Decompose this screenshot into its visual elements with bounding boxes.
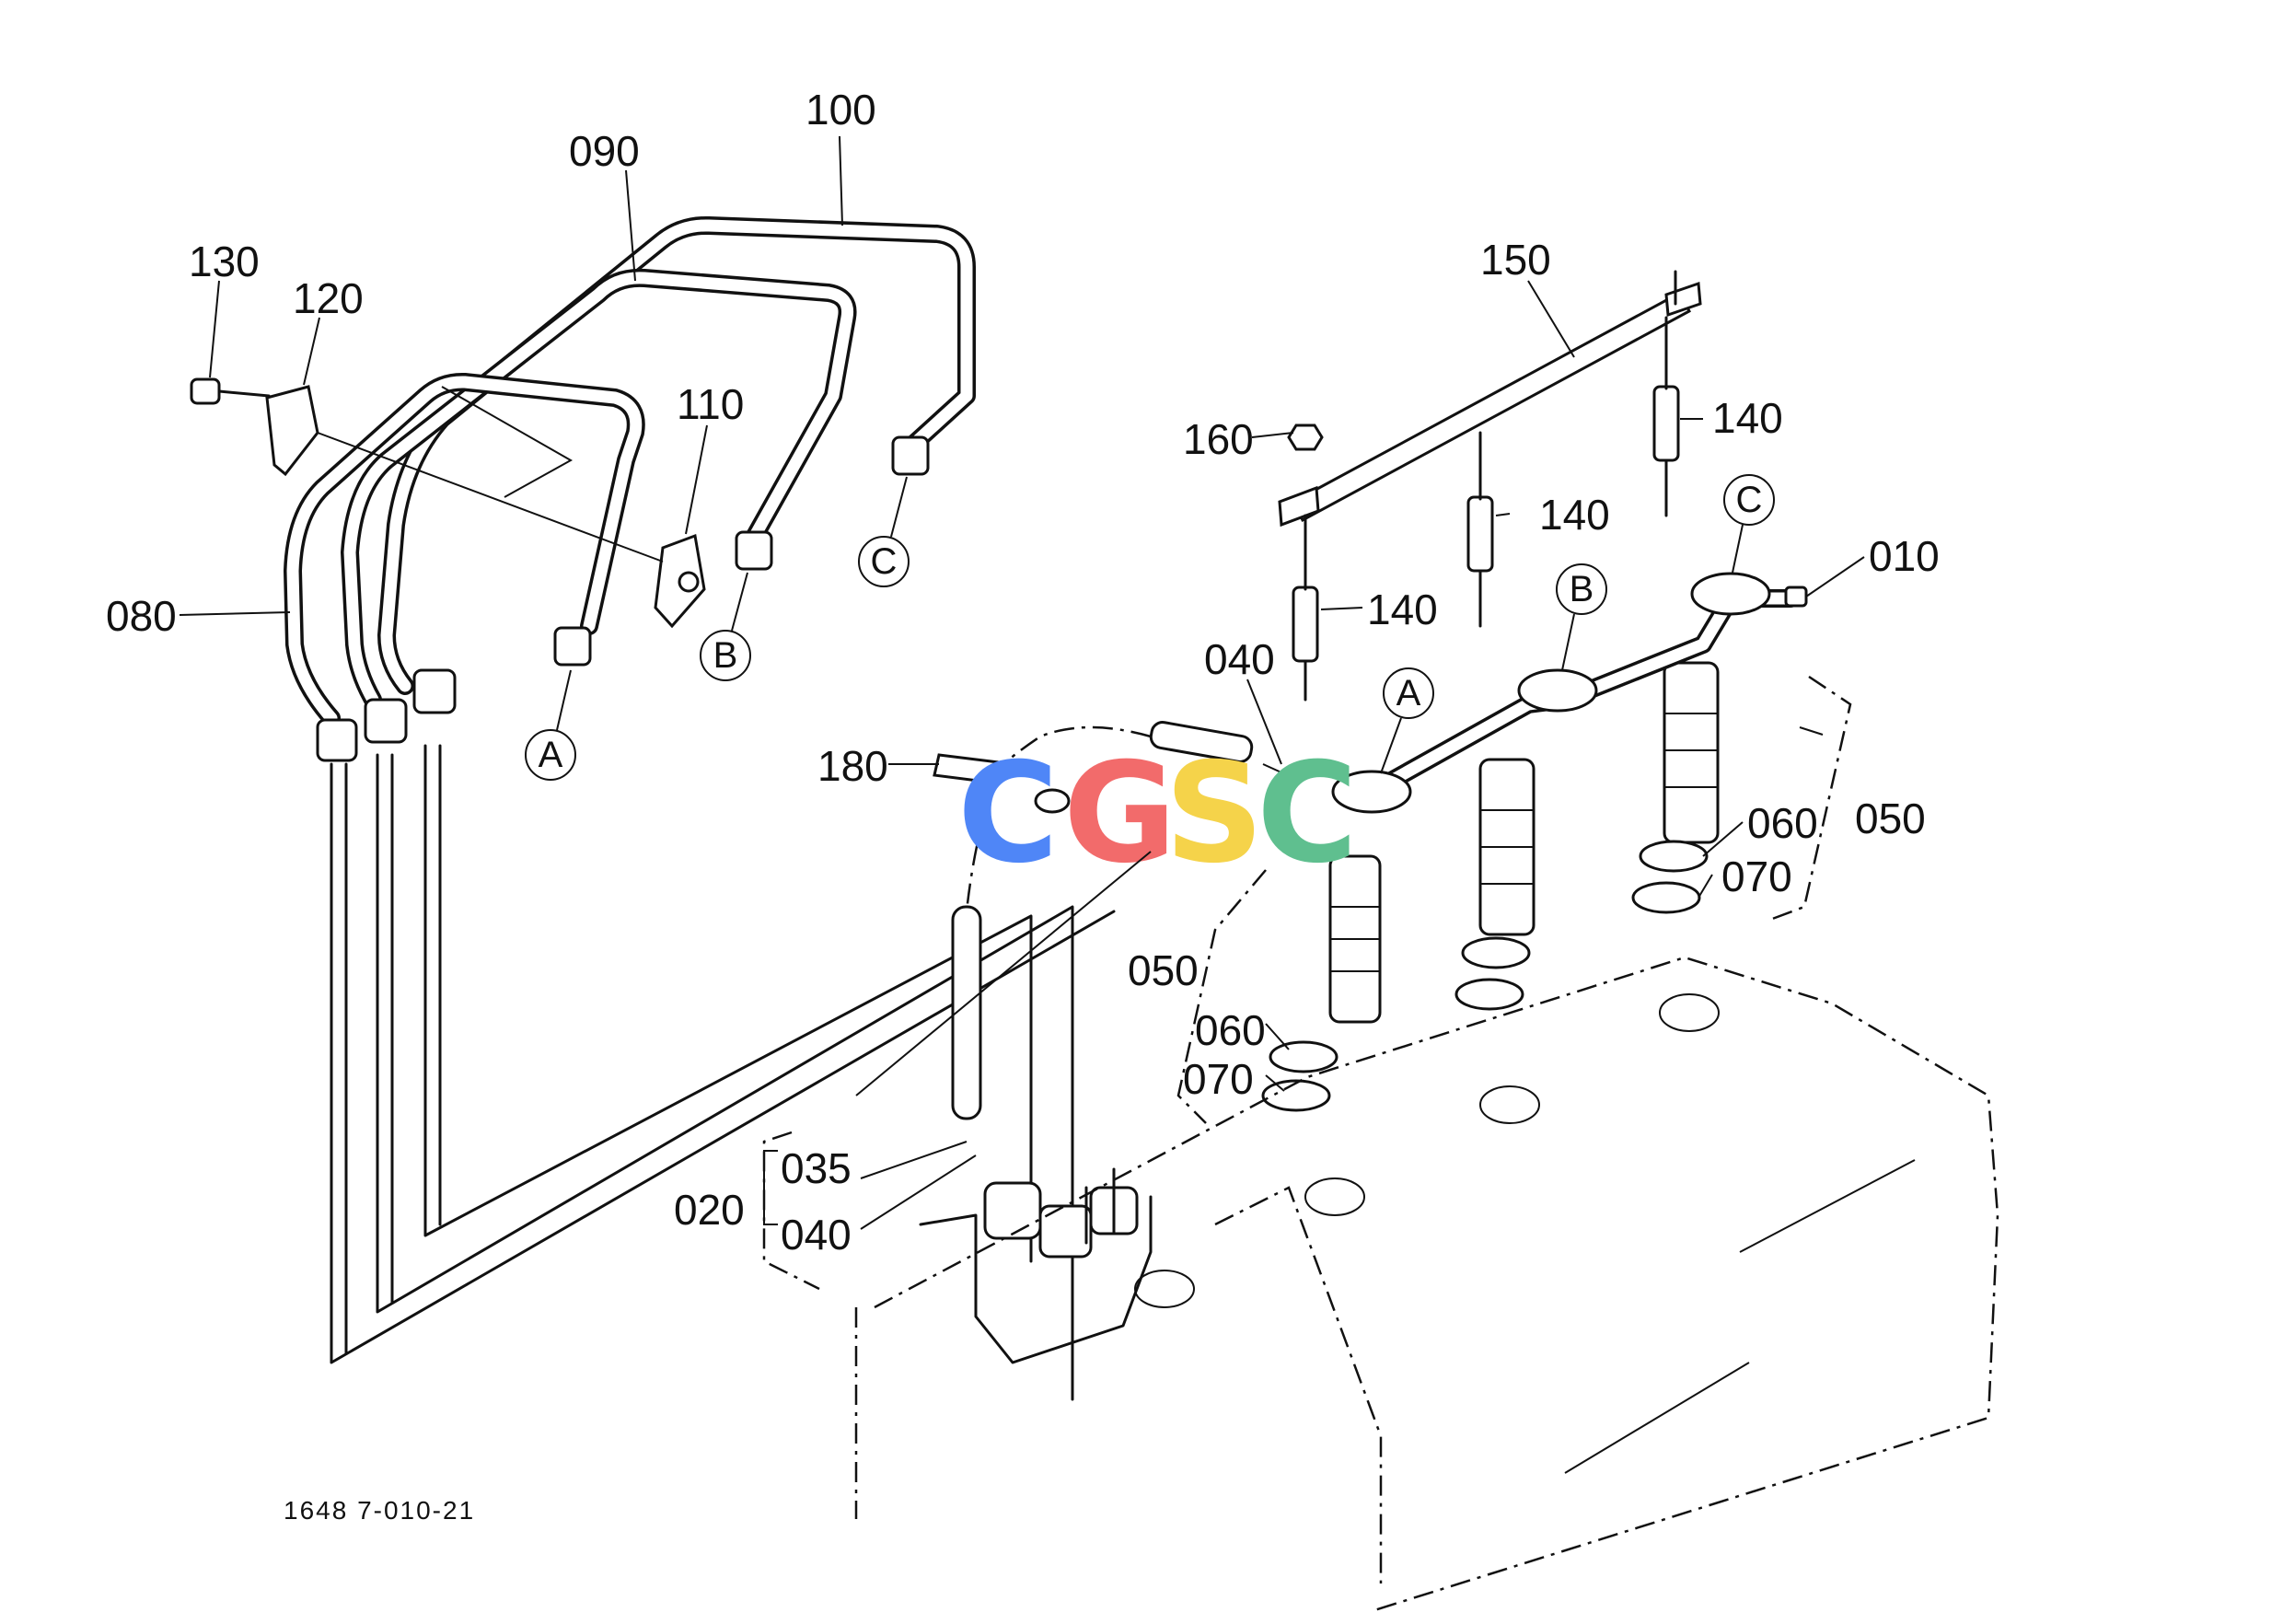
svg-text:A: A [539, 735, 563, 775]
label-070-front: 070 [1183, 1055, 1254, 1103]
label-080: 080 [106, 592, 177, 640]
watermark-letter-c2: C [1257, 734, 1358, 894]
label-150: 150 [1480, 236, 1551, 284]
label-100: 100 [805, 86, 876, 133]
pipe-nuts [316, 435, 930, 762]
label-140-front: 140 [1367, 586, 1438, 633]
watermark-letter-s: S [1165, 734, 1264, 894]
label-120: 120 [293, 274, 364, 322]
marker-c-right: C [1723, 474, 1775, 574]
label-060-rear: 060 [1747, 799, 1818, 847]
watermark-letter-g: G [1063, 734, 1176, 894]
nozzle-holder-2 [1454, 758, 1536, 1011]
label-040-upper: 040 [1204, 635, 1275, 683]
bracket-020 [763, 1150, 778, 1225]
label-050-front: 050 [1128, 946, 1199, 994]
label-180: 180 [817, 742, 888, 790]
injection-pipes [284, 215, 1116, 1401]
marker-b-left: B [700, 572, 751, 681]
label-130: 130 [189, 238, 260, 285]
nozzle-holder-3 [1631, 661, 1720, 914]
nozzle-holders [1261, 661, 1720, 1112]
label-035: 035 [781, 1144, 852, 1192]
label-140-rear: 140 [1712, 394, 1783, 442]
label-010: 010 [1869, 532, 1940, 580]
drawing-code: 1648 7-010-21 [284, 1496, 475, 1525]
marker-a-right: A [1380, 667, 1434, 774]
label-110: 110 [677, 380, 744, 428]
clamp-bracket-bolt [190, 377, 706, 629]
cylinder-head-outline [854, 956, 1999, 1613]
connection-markers: A B C A B C [525, 474, 1775, 781]
label-140-middle: 140 [1539, 491, 1610, 539]
svg-text:B: B [713, 635, 738, 676]
label-090: 090 [569, 127, 640, 175]
svg-text:B: B [1570, 569, 1594, 609]
glow-plug-lead [1278, 270, 1702, 528]
label-040-lower: 040 [781, 1211, 852, 1259]
svg-text:C: C [871, 541, 898, 582]
marker-c-left: C [858, 476, 910, 587]
svg-text:C: C [1736, 480, 1763, 520]
marker-a-left: A [525, 669, 576, 781]
pump-housing [919, 1167, 1153, 1364]
label-020: 020 [674, 1186, 745, 1234]
part-labels: 100 090 130 120 110 080 150 160 140 140 … [106, 86, 1940, 1259]
label-050-rear: 050 [1855, 795, 1926, 842]
marker-b-right: B [1556, 563, 1607, 671]
watermark-letter-c1: C [957, 734, 1059, 894]
nozzle-holder-1 [1261, 854, 1382, 1112]
leader-lines [179, 135, 1865, 1230]
label-160: 160 [1183, 415, 1254, 463]
fuel-hose [933, 721, 1294, 1120]
overflow-pipe [1331, 572, 1808, 814]
label-070-rear: 070 [1721, 853, 1792, 900]
glow-plugs [1287, 316, 1680, 702]
svg-text:A: A [1396, 673, 1421, 713]
label-060-front: 060 [1195, 1006, 1266, 1054]
watermark: C G S C [957, 734, 1358, 894]
